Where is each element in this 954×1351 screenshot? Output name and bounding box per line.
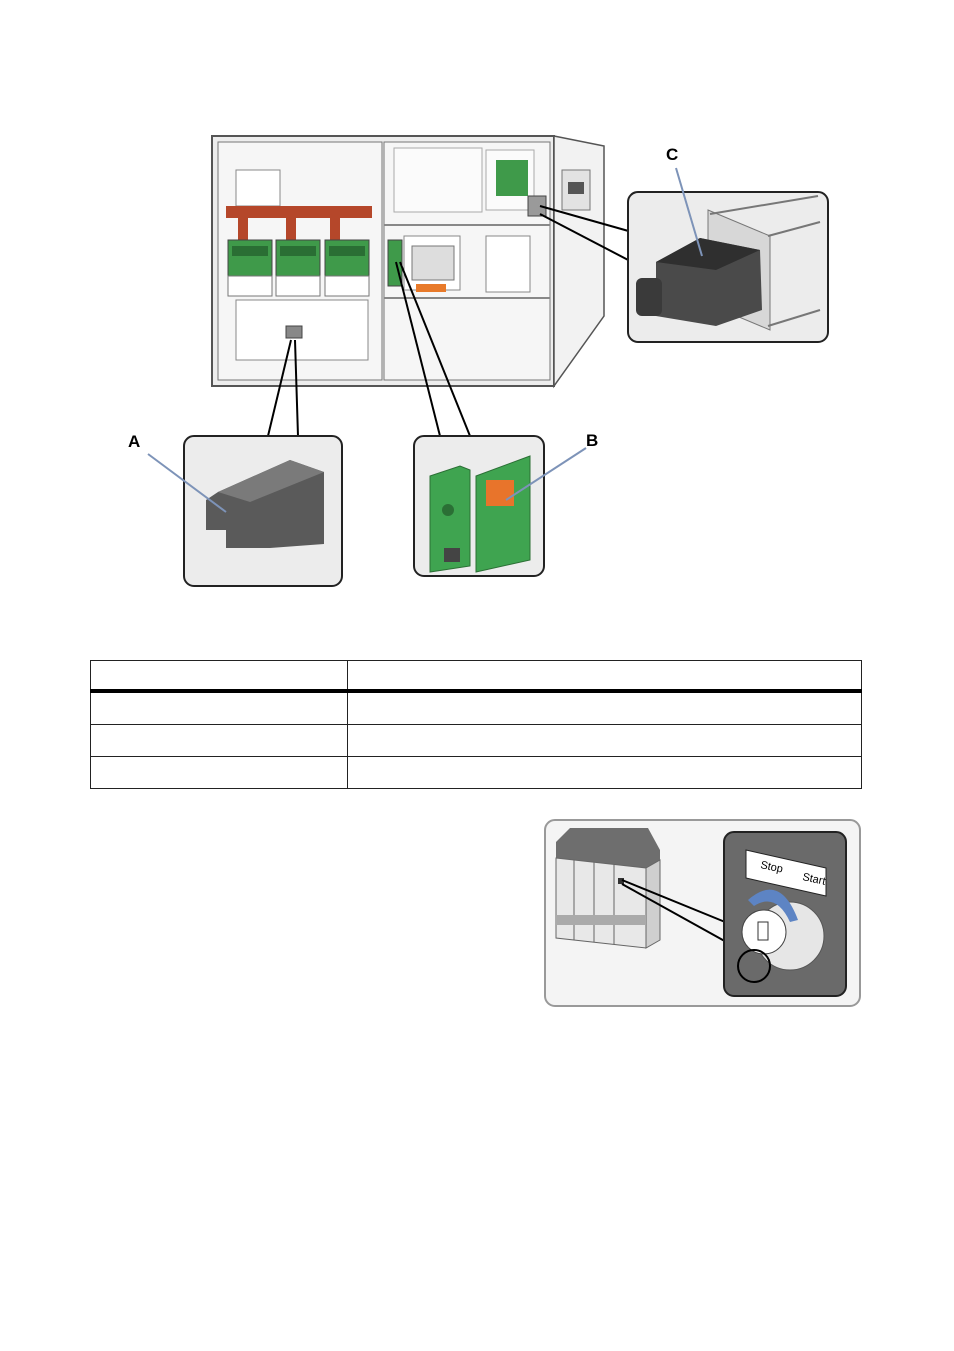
callout-label-a: A xyxy=(128,432,140,451)
cabinet-figure: A B C xyxy=(128,135,829,587)
start-label: Start xyxy=(801,871,826,888)
table-cell xyxy=(347,756,862,789)
inverter-cabinet-illustration xyxy=(555,828,661,949)
table-header-row xyxy=(90,660,862,693)
detail-b: B xyxy=(413,431,598,577)
table-header-cell xyxy=(90,660,348,693)
legend-table xyxy=(90,660,862,789)
detail-a: A xyxy=(128,432,343,587)
detail-c: C xyxy=(627,145,829,343)
table-header-cell xyxy=(347,660,862,693)
callout-label-c: C xyxy=(666,145,678,164)
rotate-arrow-icon xyxy=(748,889,798,922)
table-row xyxy=(90,756,862,789)
leader-lines xyxy=(267,205,633,437)
table-cell xyxy=(90,724,348,757)
table-cell xyxy=(90,756,348,789)
key-switch-detail: Stop Start xyxy=(723,831,847,997)
callout-label-b: B xyxy=(586,431,598,450)
stop-label: Stop xyxy=(759,859,784,875)
cabinet-illustration xyxy=(211,135,605,389)
